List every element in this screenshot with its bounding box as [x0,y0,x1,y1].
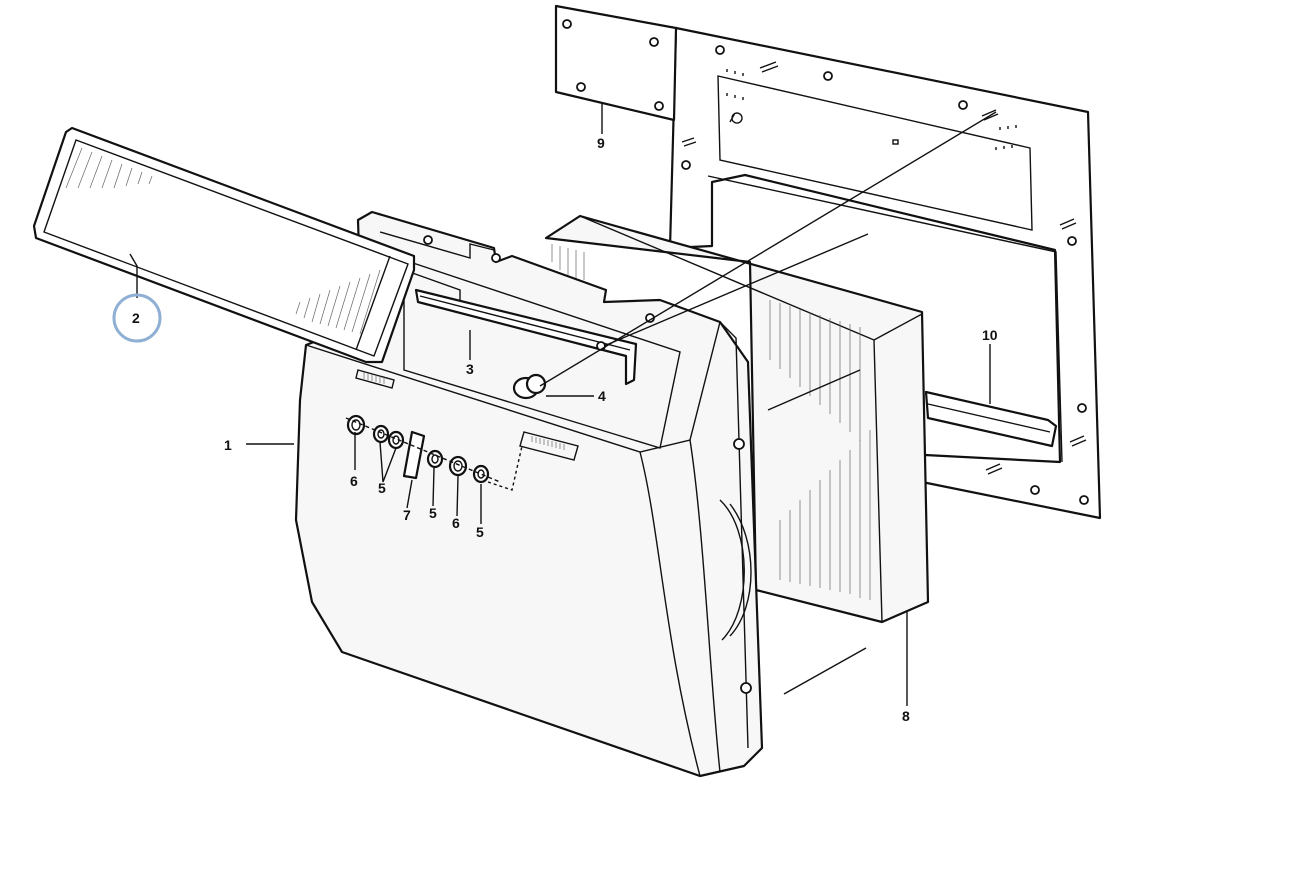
callout-3: 3 [466,361,474,377]
callout-4: 4 [598,388,606,404]
mounting-plate-holes [681,45,1089,505]
callout-8: 8 [902,708,910,724]
callout-6b: 6 [452,515,460,531]
callout-6a: 6 [350,473,358,489]
nut-6a [346,414,366,436]
filter-panel-2 [32,126,416,364]
washer-5d [472,464,490,484]
callout-2: 2 [132,310,140,326]
knob-4 [512,373,547,400]
filter-housing-8 [544,214,930,624]
callout-labels: 1 2 3 4 6 5 7 5 6 5 8 9 10 [132,135,998,724]
mounting-studs [681,61,1087,475]
callout-9: 9 [597,135,605,151]
filter-housing-hatch [551,244,871,600]
callout-1: 1 [224,437,232,453]
nut-6b [448,455,468,477]
washer-5b [387,430,405,450]
callout-leaders [129,104,991,706]
assembly-lines [539,111,997,695]
panel-marks [726,69,1017,150]
callout-7: 7 [403,507,411,523]
mounting-plate [668,26,1102,520]
cover-spring-slots [355,369,579,461]
rail-10 [924,390,1058,448]
callout-5a: 5 [378,480,386,496]
callout-5c: 5 [476,524,484,540]
washer-5c [426,449,444,469]
callout-5b: 5 [429,505,437,521]
filter-panel-hatch [65,147,381,335]
callout-10: 10 [982,327,998,343]
hardware-set [345,414,523,491]
callout-highlight-ring [112,293,162,343]
washer-5a [372,424,390,444]
spacer-7 [402,430,426,480]
bracket-plate-9 [554,4,678,122]
